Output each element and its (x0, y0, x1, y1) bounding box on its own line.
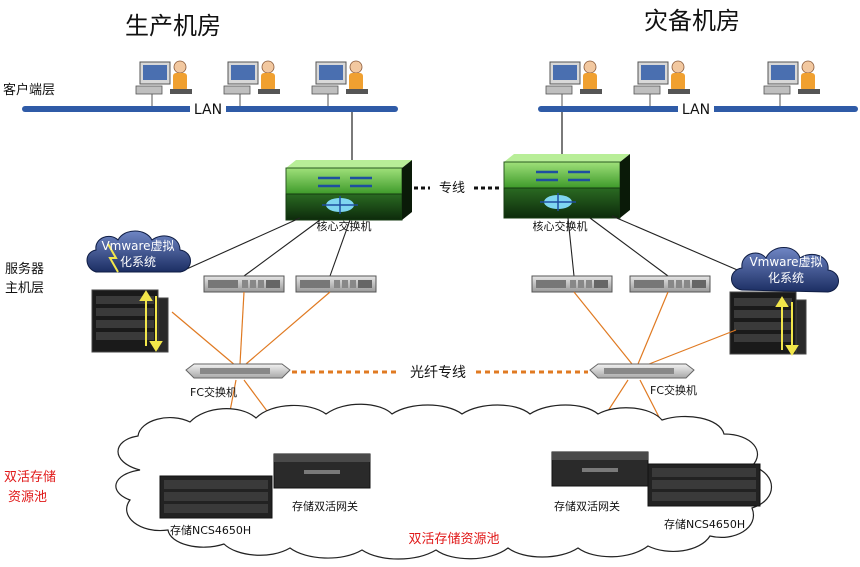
vmware-cloud-right (731, 247, 839, 293)
fc-switch-left (185, 363, 291, 379)
storage-right-label: 存储NCS4650H (664, 517, 745, 531)
client-pc-left-2 (223, 60, 281, 106)
vmware-right-label-2: 化系统 (768, 271, 804, 285)
storage-pool-cloud (115, 403, 772, 560)
rack-server-right-2 (629, 275, 711, 293)
vmware-left-label-1: Vmware虚拟 (101, 239, 174, 253)
layer-label-client: 客户端层 (3, 82, 55, 98)
core-switch-right-label: 核心交换机 (533, 219, 588, 233)
core-switch-left-label: 核心交换机 (317, 219, 372, 233)
core-switch-right (503, 154, 630, 219)
storage-pool-label: 双活存储资源池 (408, 532, 499, 547)
vmware-cloud-left (86, 230, 191, 273)
fc-switch-right (589, 363, 695, 379)
storage-array-right (647, 463, 761, 507)
lan-label-left: LAN (194, 102, 222, 118)
rack-server-left-1 (203, 275, 285, 293)
fc-switch-right-label: FC交换机 (650, 383, 697, 397)
storage-array-left (159, 475, 273, 519)
core-links-left (179, 217, 351, 277)
client-pc-right-3 (763, 60, 821, 106)
layer-label-storage-2: 资源池 (8, 490, 47, 505)
fc-switch-left-label: FC交换机 (190, 385, 237, 399)
vmware-right-label-1: Vmware虚拟 (749, 255, 822, 269)
core-links-right (567, 215, 743, 277)
client-pc-left-1 (135, 60, 193, 106)
core-switch-left (285, 160, 412, 221)
vmware-left-label-2: 化系统 (120, 255, 156, 269)
storage-left-label: 存储NCS4650H (170, 523, 251, 537)
title-production-room: 生产机房 (125, 12, 221, 40)
layer-label-server-2: 主机层 (5, 281, 44, 296)
gateway-left-label: 存储双活网关 (292, 499, 358, 513)
vmotion-arrows-right (775, 296, 799, 356)
blade-chassis-right (729, 291, 807, 355)
rack-server-left-2 (295, 275, 377, 293)
fiber-line-label: 光纤专线 (410, 365, 466, 381)
gateway-device-right (551, 451, 649, 487)
gateway-device-left (273, 453, 371, 489)
client-pc-right-1 (545, 60, 603, 106)
gateway-right-label: 存储双活网关 (554, 499, 620, 513)
layer-label-storage-1: 双活存储 (4, 470, 56, 485)
client-pc-left-3 (311, 60, 369, 106)
dedicated-line-label: 专线 (439, 181, 465, 196)
rack-server-right-1 (531, 275, 613, 293)
lan-label-right: LAN (682, 102, 710, 118)
vmotion-arrows-left (139, 290, 163, 352)
layer-label-server-1: 服务器 (5, 261, 44, 277)
title-disaster-recovery-room: 灾备机房 (644, 7, 740, 35)
client-pc-right-2 (633, 60, 691, 106)
